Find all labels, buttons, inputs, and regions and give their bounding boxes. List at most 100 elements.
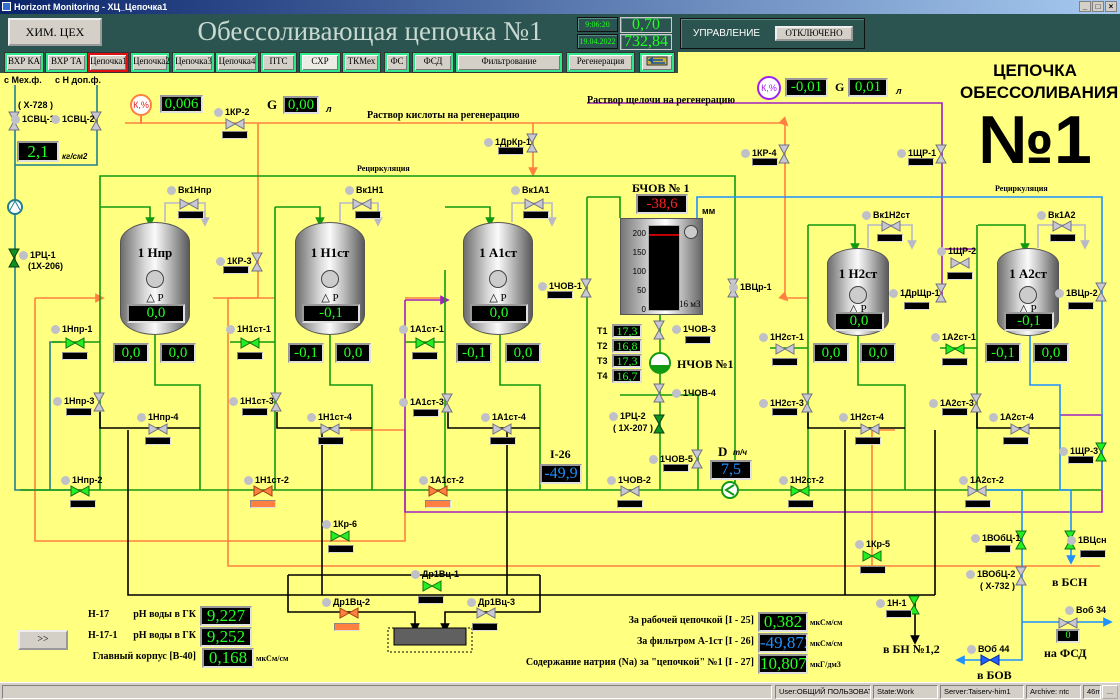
valve-position-bar (965, 500, 991, 508)
valve-label: Воб 34 (1076, 605, 1107, 615)
more-button[interactable]: >> (18, 630, 68, 650)
status-indicator-icon (419, 476, 428, 485)
valve-icon (653, 320, 665, 340)
valve-Вк1А2[interactable] (1052, 219, 1072, 232)
valve-label: 1КР-3 (227, 256, 252, 266)
destination-label: на ФСД (1044, 646, 1087, 660)
valve-1Н2ст-3[interactable] (801, 393, 814, 413)
valve-1ЧОВ-3[interactable] (653, 320, 666, 340)
control-toggle-button[interactable]: ОТКЛЮЧЕНО (775, 26, 853, 41)
gauge-tick-label: 50 (637, 286, 646, 295)
nav-button-5[interactable]: Цепочка4 (215, 52, 259, 73)
valve-1СВЦ-2[interactable] (90, 111, 103, 131)
valve-1А1ст-3[interactable] (441, 393, 454, 413)
nav-button-0[interactable]: ВХР КА (4, 52, 44, 73)
valve-1Нпр-3[interactable] (93, 392, 106, 412)
valve-1А1ст-1[interactable] (415, 336, 435, 349)
valve-1РЦ-2[interactable] (653, 414, 666, 434)
valve-label: 1Нпр-1 (62, 324, 93, 334)
valve-1А2ст-4[interactable] (1010, 422, 1030, 435)
valve-1ЧОВ-1[interactable] (580, 278, 593, 298)
valve-1Н1ст-2[interactable] (253, 484, 273, 497)
valve-Др1Вц-3[interactable] (476, 606, 496, 619)
valve-Др1Вц-2[interactable] (339, 606, 359, 619)
vessel-left-display: -0,1 (456, 343, 492, 363)
vessel-right-display: 0,0 (860, 343, 896, 363)
valve-1А2ст-2[interactable] (967, 484, 987, 497)
flow-label: G (835, 80, 845, 94)
valve-1КР-4[interactable] (778, 144, 791, 164)
status-more-button[interactable]: ... (1102, 685, 1118, 699)
valve-label: 1Н2ст-1 (770, 332, 804, 342)
valve-1КР-3[interactable] (251, 252, 264, 272)
valve-1РЦ-1[interactable] (8, 248, 21, 268)
valve-Вк1Н1[interactable] (352, 197, 372, 210)
valve-position-bar (788, 500, 814, 508)
valve-Воб 34[interactable] (1058, 616, 1078, 629)
nav-button-12[interactable]: Регенерация (566, 52, 635, 73)
valve-1ЧОВ-5[interactable] (691, 449, 704, 469)
valve-position-bar (318, 437, 344, 445)
close-button[interactable]: × (1105, 1, 1117, 12)
valve-1ДрЩр-1[interactable] (935, 283, 948, 303)
valve-1ВОбЦ-2[interactable] (1015, 566, 1028, 586)
filter-vessel[interactable]: 1 Н1ст△ P-0,1 (295, 222, 365, 335)
valve-icon (441, 393, 453, 413)
valve-1Н2ст-1[interactable] (775, 342, 795, 355)
nav-button-9[interactable]: ФС (384, 52, 410, 73)
valve-1ЩР-1[interactable] (935, 144, 948, 164)
valve-1А1ст-2[interactable] (428, 484, 448, 497)
valve-1ЧОВ-4[interactable] (653, 383, 666, 403)
valve-1ДрКр-1[interactable] (526, 133, 539, 153)
valve-1ЩР-2[interactable] (950, 256, 970, 269)
valve-Вк1Н2ст[interactable] (881, 219, 901, 232)
valve-1Нпр-1[interactable] (65, 336, 85, 349)
nav-button-10[interactable]: ФСД (412, 52, 454, 73)
valve-Вк1А1[interactable] (524, 197, 544, 210)
valve-1Кр-6[interactable] (330, 529, 350, 542)
valve-1Н2ст-2[interactable] (790, 484, 810, 497)
nav-button-6[interactable]: ПТС (260, 52, 297, 73)
valve-1А1ст-4[interactable] (492, 422, 512, 435)
status-indicator-icon (322, 520, 331, 529)
valve-1Нпр-2[interactable] (70, 484, 90, 497)
valve-1ЩР-3[interactable] (1095, 442, 1108, 462)
valve-1КР-2[interactable] (225, 117, 245, 130)
nav-button-1[interactable]: ВХР ТА (45, 52, 88, 73)
valve-Др1Вц-1[interactable] (422, 579, 442, 592)
nav-button-4[interactable]: Цепочка3 (172, 52, 215, 73)
nav-button-2[interactable]: Цепочка1 (87, 52, 129, 73)
temperature-display: 17,3 (612, 354, 642, 368)
valve-1Н1ст-1[interactable] (240, 336, 260, 349)
nav-button-8[interactable]: ТКМех (342, 52, 381, 73)
switch-screen-button[interactable] (639, 52, 675, 73)
valve-1Н2ст-4[interactable] (860, 422, 880, 435)
minimize-button[interactable]: _ (1079, 1, 1091, 12)
home-button[interactable]: ХИМ. ЦЕХ (8, 18, 102, 46)
valve-label: 1РЦ-2 (620, 411, 646, 421)
valve-1ВЦр-2[interactable] (1095, 282, 1108, 302)
status-indicator-icon (672, 325, 681, 334)
gauge-tick-label: 0 (641, 305, 646, 314)
filter-vessel[interactable]: 1 А2ст△ P-0,1 (997, 248, 1059, 336)
valve-1А2ст-1[interactable] (945, 342, 965, 355)
status-indicator-icon (1065, 606, 1074, 615)
valve-1ЧОВ-2[interactable] (620, 484, 640, 497)
valve-1А2ст-3[interactable] (970, 393, 983, 413)
maximize-button[interactable]: □ (1092, 1, 1104, 12)
valve-1Н1ст-3[interactable] (270, 392, 283, 412)
valve-1Н1ст-4[interactable] (320, 422, 340, 435)
valve-position-bar (1080, 550, 1106, 558)
valve-1Кр-5[interactable] (862, 549, 882, 562)
nav-button-7[interactable]: СХР (299, 52, 341, 73)
valve-Вк1Нпр[interactable] (179, 197, 199, 210)
valve-ВОб 44[interactable] (980, 653, 1000, 666)
valve-1Нпр-4[interactable] (148, 422, 168, 435)
valve-1ВОбЦ-1[interactable] (1015, 530, 1028, 550)
nav-button-3[interactable]: Цепочка2 (130, 52, 170, 73)
temperature-label: Т1 (597, 326, 608, 336)
nav-button-11[interactable]: Фильтрование (455, 52, 563, 73)
